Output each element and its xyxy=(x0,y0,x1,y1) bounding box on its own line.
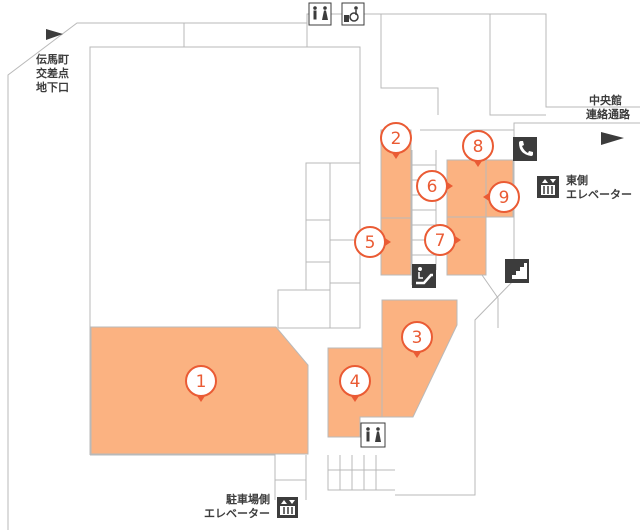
label-line: 交差点 xyxy=(36,67,69,80)
central-passage-label: 中央館 連絡通路 xyxy=(586,94,630,122)
shop-pin-4[interactable]: 4 xyxy=(339,365,371,402)
elevator-icon xyxy=(277,497,298,518)
label-line: 駐車場側 xyxy=(226,493,270,506)
east-elevator-label: 東側 エレベーター xyxy=(566,174,632,202)
pin-circle xyxy=(185,365,217,397)
telephone-icon xyxy=(513,137,537,161)
shop-number: 7 xyxy=(435,231,446,251)
label-line: エレベーター xyxy=(204,507,270,520)
label-line: 地下口 xyxy=(36,81,69,94)
pin-circle xyxy=(416,170,448,202)
main-hall-wall xyxy=(89,46,361,455)
shop-number: 6 xyxy=(427,177,438,197)
shop-number: 8 xyxy=(473,137,484,157)
shop-pin-6[interactable]: 6 xyxy=(416,170,453,202)
label-line: 東側 xyxy=(566,174,588,187)
shop-3-area[interactable] xyxy=(381,299,458,418)
accessible-toilet-icon xyxy=(341,2,365,26)
pin-circle xyxy=(354,226,386,258)
shop-pin-7[interactable]: 7 xyxy=(424,224,461,256)
denmacho-exit-label: 伝馬町 交差点 地下口 xyxy=(36,53,69,95)
shop-number: 4 xyxy=(350,372,361,392)
elevator-icon xyxy=(537,176,559,198)
shop-pin-1[interactable]: 1 xyxy=(185,365,217,402)
pin-circle xyxy=(380,122,412,154)
direction-arrow-icon xyxy=(46,29,624,145)
label-line: エレベーター xyxy=(566,188,632,201)
shop-number: 9 xyxy=(499,188,510,208)
shop-number: 3 xyxy=(412,328,423,348)
shop-number: 2 xyxy=(391,129,402,149)
label-line: 連絡通路 xyxy=(586,108,630,121)
restroom-icon xyxy=(360,422,386,448)
corridor-wall xyxy=(395,122,640,496)
shop-pin-2[interactable]: 2 xyxy=(380,122,412,159)
shop-pin-5[interactable]: 5 xyxy=(354,226,391,258)
restroom-icon xyxy=(308,2,332,26)
shop-pin-8[interactable]: 8 xyxy=(462,130,494,167)
shop-number: 5 xyxy=(365,233,376,253)
shop-pin-9[interactable]: 9 xyxy=(483,181,520,213)
pin-circle xyxy=(424,224,456,256)
pin-circle xyxy=(339,365,371,397)
escalator-icon xyxy=(412,264,436,288)
shop-pin-3[interactable]: 3 xyxy=(401,321,433,358)
pin-circle xyxy=(462,130,494,162)
label-line: 中央館 xyxy=(589,94,622,107)
stairs-icon xyxy=(505,259,529,283)
label-line: 伝馬町 xyxy=(36,53,69,66)
pin-circle xyxy=(488,181,520,213)
shop-number: 1 xyxy=(196,372,207,392)
parking-elevator-label: 駐車場側 エレベーター xyxy=(194,493,270,521)
pin-circle xyxy=(401,321,433,353)
